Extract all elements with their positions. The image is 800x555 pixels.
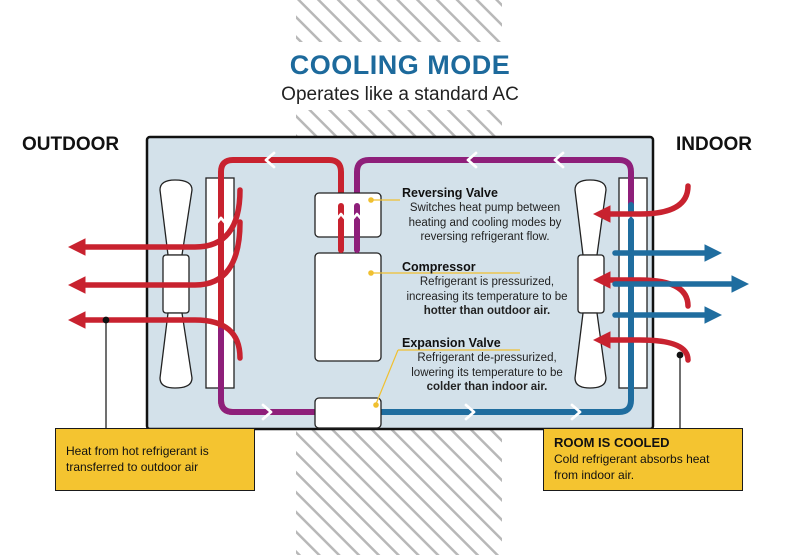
indoor-warm-air-arrow <box>592 331 691 363</box>
reversing-valve-desc-line: Switches heat pump between <box>409 202 561 214</box>
outdoor-callout: Heat from hot refrigerant is transferred… <box>55 428 255 491</box>
outdoor-airflow-arrow <box>67 187 243 256</box>
flow-chevron <box>553 151 565 169</box>
compressor-leader-dot <box>368 270 374 276</box>
outdoor-airflow-arrow <box>67 311 243 361</box>
expansion-valve-title: Expansion Valve <box>402 336 501 350</box>
expansion-valve-leader-dot <box>373 402 379 408</box>
outdoor-callout-line: Heat from hot refrigerant is <box>66 444 209 458</box>
cold-refrigerant-pipe <box>377 202 634 415</box>
outdoor-callout-leader-dot <box>102 316 110 324</box>
mixed-refrigerant-pipe-outdoor <box>218 327 318 415</box>
flow-chevron <box>333 212 349 223</box>
compressor-desc-line: increasing its temperature to be <box>406 290 568 303</box>
expansion-valve-box <box>314 397 382 429</box>
reversing-valve-title: Reversing Valve <box>402 186 498 200</box>
page-title: COOLING MODE <box>289 50 511 80</box>
indoor-callout: ROOM IS COOLED Cold refrigerant absorbs … <box>543 428 743 491</box>
reversing-valve-box <box>314 192 382 238</box>
reversing-valve-desc-line: heating and cooling modes by <box>408 216 562 229</box>
page-subtitle: Operates like a standard AC <box>281 84 519 105</box>
title-backdrop <box>296 42 502 110</box>
mixed-refrigerant-pipe-indoor <box>354 157 634 243</box>
expansion-valve-desc-line: Refrigerant de-pressurized, <box>417 352 557 364</box>
indoor-warm-air-arrow <box>592 183 691 223</box>
indoor-callout-title: ROOM IS COOLED <box>554 435 670 450</box>
outdoor-airflow-arrow <box>67 219 243 294</box>
reversing-valve-desc-line: reversing refrigerant flow. <box>420 231 550 243</box>
reversing-valve-leader-dot <box>368 197 374 203</box>
flow-chevron <box>212 216 230 228</box>
flow-chevron <box>464 403 476 421</box>
expansion-valve-desc-bold: colder than indoor air. <box>426 381 548 393</box>
outdoor-label: OUTDOOR <box>22 134 120 155</box>
compressor-desc-line: Refrigerant is pressurized, <box>419 276 555 288</box>
indoor-callout-leader-dot <box>676 351 684 359</box>
flow-chevron <box>466 151 478 169</box>
expansion-valve-description: Refrigerant de-pressurized, lowering its… <box>396 351 578 395</box>
indoor-fan-icon <box>574 179 607 389</box>
expansion-valve-leader <box>375 349 399 405</box>
flow-chevron <box>264 151 276 169</box>
expansion-valve-desc-line: lowering its temperature to be <box>411 366 563 379</box>
indoor-callout-line: from indoor air. <box>554 468 635 482</box>
indoor-callout-line: Cold refrigerant absorbs heat <box>554 452 710 466</box>
compressor-desc-bold: hotter than outdoor air. <box>423 305 551 317</box>
flow-chevron <box>261 403 273 421</box>
flow-chevron <box>349 212 365 223</box>
reversing-valve-description: Switches heat pump between heating and c… <box>396 201 574 245</box>
compressor-box <box>314 252 382 362</box>
flow-chevron <box>570 403 582 421</box>
indoor-label: INDOOR <box>676 134 752 155</box>
outdoor-callout-line: transferred to outdoor air <box>66 460 199 474</box>
compressor-description: Refrigerant is pressurized, increasing i… <box>396 275 578 319</box>
compressor-title: Compressor <box>402 260 476 274</box>
